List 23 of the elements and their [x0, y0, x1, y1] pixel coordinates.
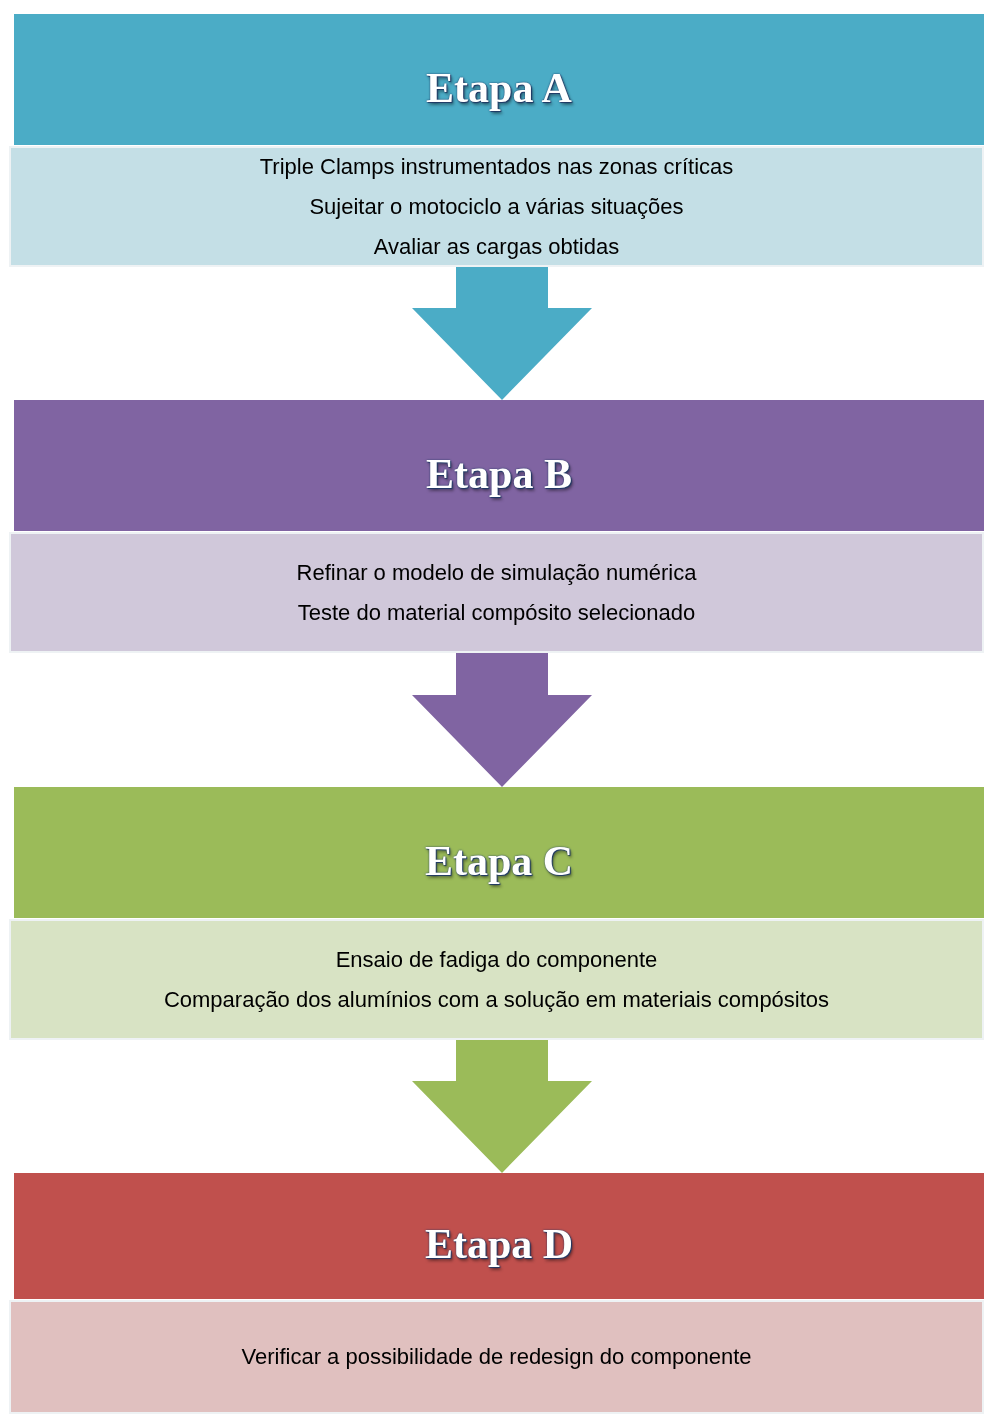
stage-content-band [9, 919, 984, 1040]
block-arrow [412, 1040, 592, 1173]
stage-step-text: Triple Clamps instrumentados nas zonas críticas [259, 153, 734, 180]
stage-step-text: Avaliar as cargas obtidas [373, 233, 620, 260]
stage-content-band [9, 146, 984, 267]
stage-step-text: Sujeitar o motociclo a várias situações [309, 193, 684, 220]
stage-header-band [14, 400, 984, 531]
stage-title: Etapa D [424, 1223, 574, 1265]
stage-step-text: Refinar o modelo de simulação numérica [296, 559, 697, 586]
stage-content-band [9, 1300, 984, 1414]
stage-title: Etapa B [426, 452, 572, 495]
stage-step-text: Comparação dos alumínios com a solução em materiais compósitos [163, 986, 830, 1013]
stage-header-band [14, 1173, 984, 1299]
block-arrow [412, 267, 592, 400]
stage-header-band [14, 14, 984, 145]
block-arrow [412, 653, 592, 787]
stage-step-text: Ensaio de fadiga do componente [335, 946, 658, 973]
stage-content-band [9, 532, 984, 653]
stage-step-text: Verificar a possibilidade de redesign do componente [241, 1344, 752, 1370]
stage-step-text: Teste do material compósito selecionado [297, 599, 696, 626]
stage-title: Etapa C [424, 839, 574, 882]
stage-header-band [14, 787, 984, 918]
stage-title: Etapa A [426, 66, 572, 109]
